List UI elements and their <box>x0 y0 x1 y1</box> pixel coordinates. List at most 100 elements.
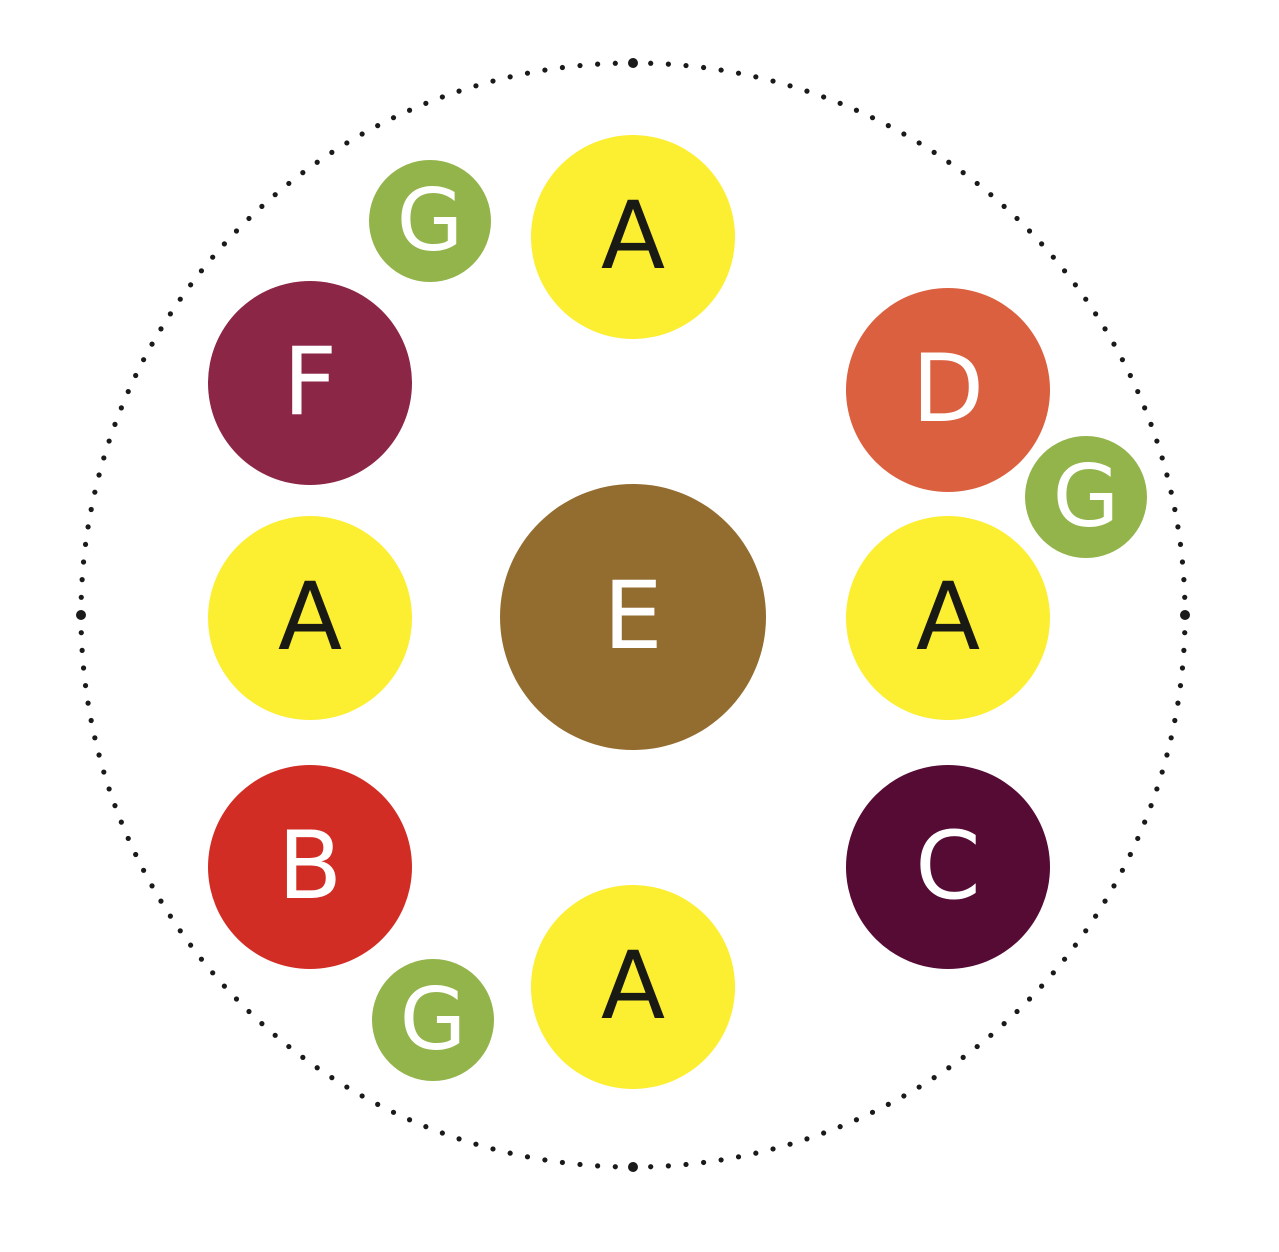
ring-dot <box>286 1043 292 1050</box>
ring-dot <box>167 311 173 317</box>
ring-dot <box>79 647 85 653</box>
ring-dot <box>1093 913 1099 919</box>
ring-dot <box>1159 455 1165 461</box>
ring-cardinal-dot <box>628 58 638 68</box>
ring-dot <box>1001 1021 1007 1027</box>
ring-dot <box>524 70 531 76</box>
ring-dot <box>821 94 827 100</box>
ring-dot <box>133 372 139 379</box>
ring-dot <box>1083 928 1089 934</box>
ring-dot <box>473 83 479 89</box>
ring-dot <box>233 228 240 234</box>
ring-dot <box>88 717 94 724</box>
ring-dot <box>456 88 462 94</box>
ring-cardinal-dot <box>1180 610 1190 620</box>
ring-dot <box>259 203 265 209</box>
ring-dot <box>1061 268 1068 274</box>
ring-dot <box>837 100 843 106</box>
ring-dot <box>1072 942 1078 948</box>
ring-dot <box>233 996 240 1002</box>
ring-dot <box>406 107 413 113</box>
ring-dot <box>359 131 365 137</box>
ring-dot <box>314 159 320 165</box>
ring-dot <box>141 867 147 873</box>
ring-dot <box>423 100 429 106</box>
ring-dot <box>916 1084 922 1090</box>
ring-dot <box>559 64 566 71</box>
ring-dot <box>78 594 84 600</box>
ring-dot <box>885 123 891 129</box>
ring-dot <box>198 268 205 274</box>
ring-dot <box>595 1163 601 1169</box>
ring-dot <box>1001 203 1007 209</box>
ring-dot <box>974 180 980 187</box>
ring-dot <box>901 131 907 137</box>
ring-dot <box>210 254 216 260</box>
ring-dot <box>735 1154 742 1160</box>
ring-dot <box>439 1130 445 1136</box>
ring-dot <box>246 1008 252 1015</box>
ring-dot <box>1119 357 1125 363</box>
ring-dot <box>1111 341 1117 347</box>
ring-dot <box>375 1101 381 1107</box>
ring-dot <box>286 180 292 187</box>
ring-dot <box>149 341 155 347</box>
ring-dot <box>1172 506 1178 513</box>
ring-dot <box>101 769 107 775</box>
ring-dot <box>770 1146 776 1152</box>
ring-dot <box>1135 835 1141 842</box>
ring-dot <box>787 1141 793 1147</box>
ring-dot <box>612 1164 618 1170</box>
ring-dot <box>1154 786 1160 792</box>
ring-dot <box>1014 1008 1020 1015</box>
ring-dot <box>390 115 397 121</box>
ring-dot <box>96 752 102 758</box>
ring-dot <box>473 1141 479 1147</box>
ring-dot <box>1182 594 1188 600</box>
ring-dot <box>869 115 876 121</box>
ring-dot <box>88 506 94 513</box>
ring-dot <box>1179 559 1186 565</box>
ring-dot <box>344 1084 350 1090</box>
ring-dot <box>314 1065 320 1071</box>
ring-dot <box>974 1043 980 1050</box>
ring-dot <box>1127 372 1133 379</box>
ring-dot <box>272 1032 278 1038</box>
ring-dot <box>1159 769 1165 775</box>
ring-dot <box>221 983 227 989</box>
ring-dot <box>259 1021 265 1027</box>
ring-dot <box>960 170 966 176</box>
ring-dot <box>1182 630 1188 636</box>
ring-dot <box>665 61 671 67</box>
ring-dot <box>648 60 654 66</box>
ring-dot <box>158 898 164 904</box>
ring-dot <box>612 60 618 66</box>
ring-dot <box>490 1146 496 1152</box>
ring-dot <box>753 74 759 80</box>
ring-dot <box>577 62 583 69</box>
ring-dot <box>106 786 112 792</box>
ring-dot <box>118 819 124 825</box>
ring-dot <box>1148 421 1154 427</box>
ring-dot <box>118 405 124 411</box>
ring-dot <box>700 64 707 71</box>
ring-dot <box>300 170 306 176</box>
node-g-bottom-left: G <box>372 959 494 1081</box>
ring-dot <box>79 577 85 583</box>
ring-dot <box>177 928 183 934</box>
ring-cardinal-dot <box>76 610 86 620</box>
ring-dot <box>177 296 183 302</box>
ring-dot <box>595 61 601 67</box>
ring-dot <box>665 1163 671 1169</box>
ring-dot <box>1039 983 1045 989</box>
ring-dot <box>188 282 194 288</box>
node-g-top-left: G <box>369 160 491 282</box>
ring-dot <box>1072 282 1078 288</box>
ring-dot <box>92 735 98 741</box>
ring-dot <box>106 438 112 444</box>
ring-dot <box>375 123 381 129</box>
ring-dot <box>246 215 252 222</box>
ring-dot <box>869 1109 876 1115</box>
ring-dot <box>507 1150 513 1156</box>
